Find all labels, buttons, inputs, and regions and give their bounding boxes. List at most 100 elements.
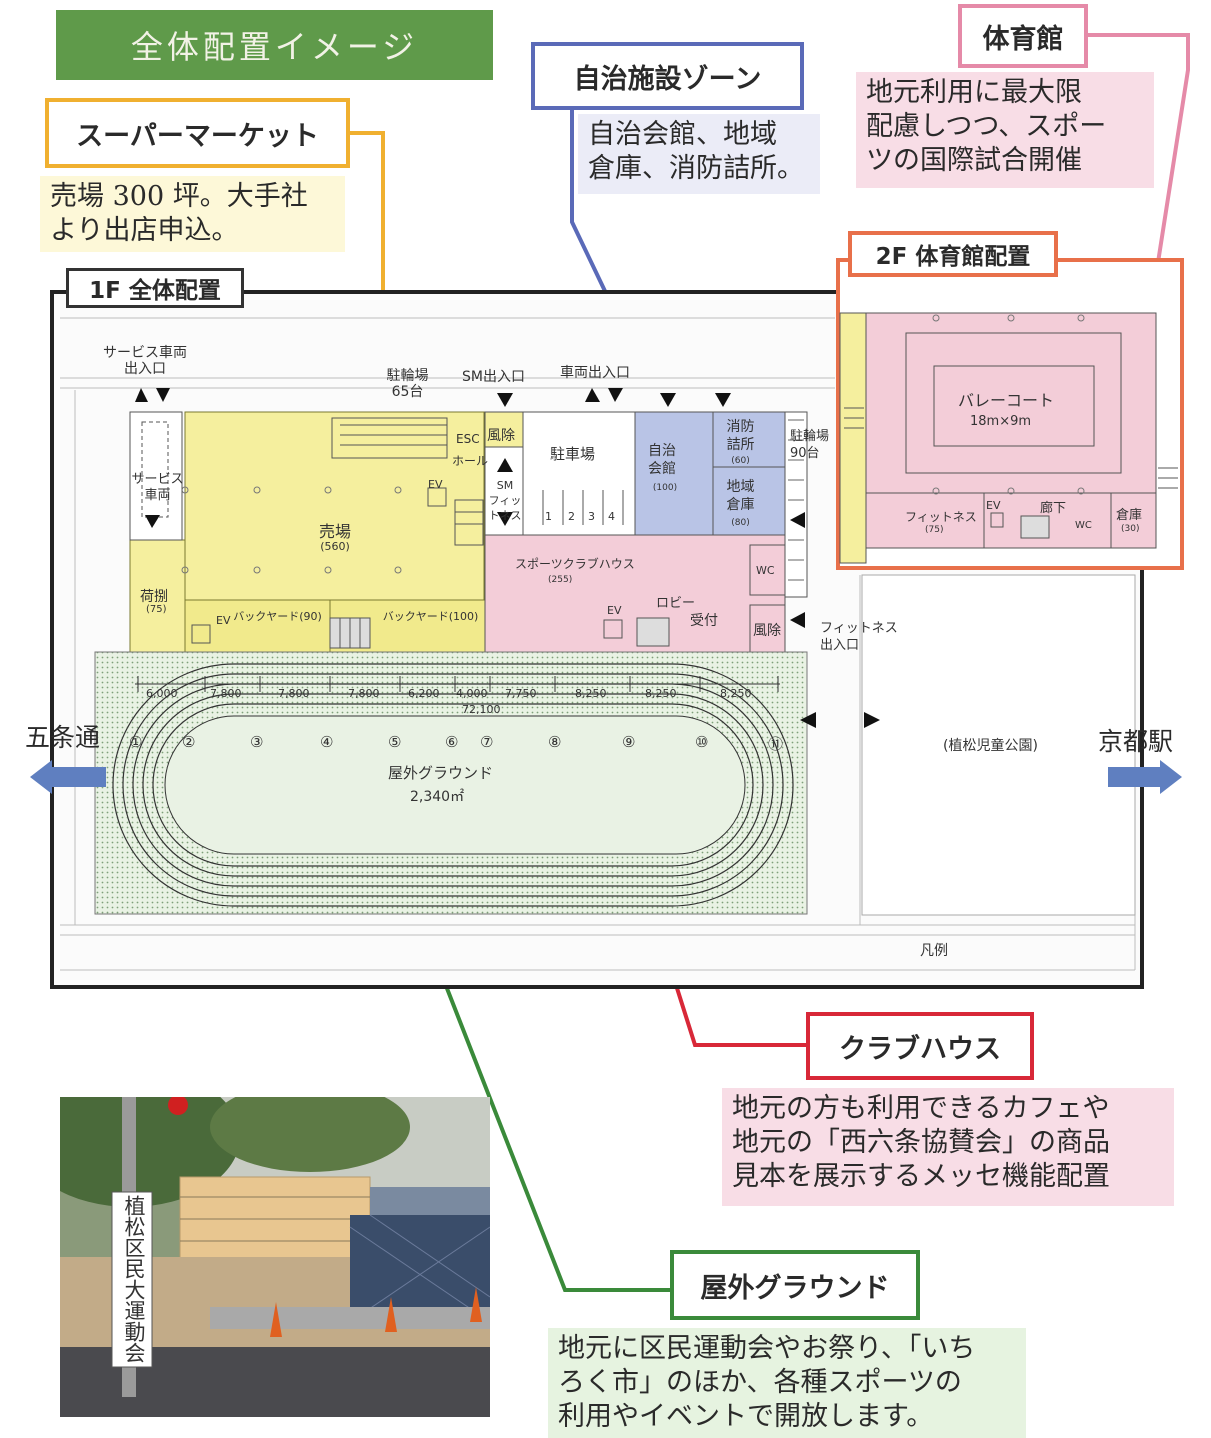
gym-storage-area: (30) (1121, 524, 1140, 534)
gym-storage-label: 倉庫 (1116, 508, 1143, 523)
track-dim: 8,250 (575, 687, 607, 700)
clubhouse-area: (255) (548, 575, 573, 585)
gym-note: 地元利用に最大限 配慮しつつ、スポー ツの国際試合開催 (856, 72, 1154, 188)
vehicle-entry-label: 車両出入口 (560, 365, 630, 381)
wc-label: WC (756, 564, 775, 577)
municipal-hall-label: 自治 会館 (648, 443, 676, 477)
bicycle-90-label: 駐輪場 90台 (790, 429, 830, 461)
track-number: ⑧ (548, 733, 562, 751)
track-number: ⑦ (480, 733, 494, 751)
east-arrow (1108, 760, 1182, 794)
supermarket-note-line: より出店申込。 (50, 215, 239, 246)
gym-note-line: ツの国際試合開催 (866, 145, 1082, 176)
track-number: ② (182, 733, 196, 751)
ground-note-line: 地元に区民運動会やお祭り、「いち (558, 1333, 976, 1364)
storage-area: (80) (731, 518, 750, 528)
fire-station-label: 消防 詰所 (726, 419, 755, 453)
svg-text:4: 4 (608, 510, 615, 523)
entry-markers (135, 388, 880, 728)
gym-corridor-label: 廊下 (1040, 501, 1067, 516)
gym-note-line: 配慮しつつ、スポー (866, 111, 1107, 142)
esc-label: ESC (456, 432, 480, 446)
track-total: 72,100 (462, 703, 501, 716)
reception-label: 受付 (690, 613, 718, 629)
ground-label: 屋外グラウンド (388, 764, 494, 782)
ground-photo (60, 1097, 490, 1417)
windbreak-label-2: 風除 (753, 623, 781, 639)
bicycle-parking-label: 駐輪場 65台 (386, 368, 429, 400)
service-entry-label: サービス車両 出入口 (103, 345, 187, 377)
track-number: ⑩ (695, 733, 709, 751)
municipal-note-line: 倉庫、消防詰所。 (588, 153, 804, 184)
track-number: ⑥ (445, 733, 459, 751)
clubhouse-callout-label: クラブハウス (806, 1012, 1034, 1080)
svg-text:1: 1 (545, 510, 552, 523)
ground-note: 地元に区民運動会やお祭り、「いち ろく市」のほか、各種スポーツの 利用やイベント… (548, 1328, 1026, 1438)
municipal-note-line: 自治会館、地域 (588, 119, 777, 150)
gym-label: 体育館 (958, 4, 1088, 68)
track-dim: 7,800 (348, 687, 380, 700)
clubhouse-note-line: 地元の方も利用できるカフェや (732, 1093, 1110, 1124)
gym-fitness-label: フィットネス (905, 510, 977, 524)
ground-area-label: 2,340㎡ (410, 789, 465, 805)
track-number: ③ (250, 733, 264, 751)
track-number: ① (129, 733, 143, 751)
storage-label: 地域 倉庫 (726, 479, 755, 513)
track-dim: 7,750 (505, 687, 537, 700)
municipal-note: 自治会館、地域 倉庫、消防詰所。 (578, 114, 820, 194)
sales-floor-label: 売場 (318, 522, 351, 541)
track-dim: 8,250 (720, 687, 752, 700)
west-arrow (30, 760, 106, 794)
photo-banner-text: 植松区民大運動会 (122, 1195, 146, 1363)
windbreak-label: 風除 (487, 428, 515, 444)
svg-text:2: 2 (568, 510, 575, 523)
fire-station-area: (60) (731, 456, 750, 466)
volley-court-label: バレーコート (958, 391, 1055, 410)
ev-label: EV (428, 478, 443, 491)
gym-fitness-area: (75) (925, 525, 944, 535)
clubhouse-note: 地元の方も利用できるカフェや 地元の「西六条協賛会」の商品 見本を展示するメッセ… (722, 1088, 1174, 1206)
west-road-label: 五条通 (25, 723, 101, 752)
sales-floor-area: (560) (320, 540, 350, 553)
park-label: (植松児童公園) (943, 738, 1038, 754)
ground-note-line: 利用やイベントで開放します。 (558, 1401, 934, 1432)
clubhouse-label: スポーツクラブハウス (515, 557, 635, 571)
track-dim: 8,250 (645, 687, 677, 700)
track-number: ⑤ (388, 733, 402, 751)
municipal-label: 自治施設ゾーン (531, 42, 804, 110)
clubhouse-note-line: 地元の「西六条協賛会」の商品 (732, 1127, 1110, 1158)
track-dim: 4,000 (456, 687, 488, 700)
track-dim: 6,000 (146, 687, 178, 700)
hall-label: ホール (452, 454, 489, 468)
sm-entry-label: SM出入口 (462, 369, 525, 385)
track-number: ⑨ (622, 733, 636, 751)
gym-leader-line (1085, 33, 1190, 379)
parking-label: 駐車場 (550, 445, 596, 463)
ground-callout-label: 屋外グラウンド (670, 1250, 920, 1320)
legend-label: 凡例 (920, 943, 948, 959)
supermarket-note-line: 売場 300 坪。大手社 (50, 181, 308, 212)
backyard-2-label: バックヤード(100) (382, 610, 479, 623)
track-dim: 7,800 (278, 687, 310, 700)
volley-court-size: 18m×9m (970, 414, 1032, 429)
loading-area: (75) (146, 604, 167, 615)
page-title: 全体配置イメージ (56, 10, 493, 80)
site-lines (60, 317, 1136, 971)
east-station-label: 京都駅 (1098, 727, 1174, 756)
supermarket-label: スーパーマーケット (45, 98, 350, 168)
lobby-label: ロビー (656, 596, 696, 611)
ground-note-line: ろく市」のほか、各種スポーツの (558, 1367, 962, 1398)
columns (181, 486, 402, 574)
track-dim: 7,800 (210, 687, 242, 700)
ev-label-3: EV (607, 604, 622, 617)
supermarket-note: 売場 300 坪。大手社 より出店申込。 (40, 176, 345, 252)
track-dim: 6,200 (408, 687, 440, 700)
plan-1f-label: 1F 全体配置 (66, 268, 244, 308)
ev-label-2: EV (216, 614, 231, 627)
municipal-hall-area: (100) (652, 483, 678, 493)
track-number: ⑪ (768, 735, 784, 753)
gym-note-line: 地元利用に最大限 (866, 77, 1082, 108)
svg-text:3: 3 (588, 510, 595, 523)
gym-ev-label: EV (986, 499, 1001, 512)
gym-2f-label: 2F 体育館配置 (848, 231, 1058, 277)
